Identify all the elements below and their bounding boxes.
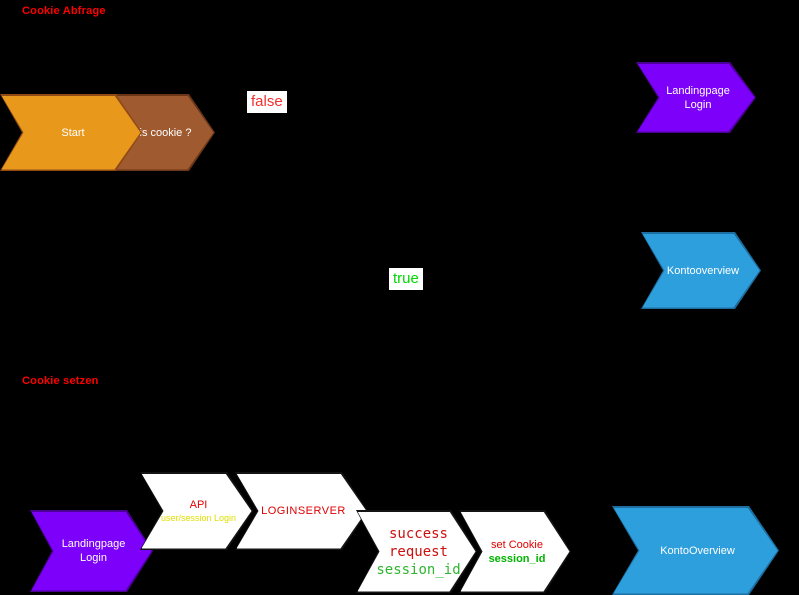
true-branch-label: true bbox=[389, 268, 423, 290]
kontooverview-bottom-label: KontoOverview bbox=[660, 544, 735, 557]
api-label: API bbox=[189, 499, 208, 511]
landingpage-login-bottom-label: Landingpage Login bbox=[61, 538, 126, 564]
success-request-node: success request session_id bbox=[356, 510, 477, 593]
start-label: Start bbox=[61, 126, 85, 139]
kontooverview-bottom-node: KontoOverview bbox=[612, 506, 779, 595]
success-request-body: success request session_id bbox=[358, 512, 476, 592]
section-title-cookie-setzen: Cookie setzen bbox=[22, 375, 99, 387]
api-node-body: API user/session Login bbox=[142, 474, 252, 549]
success-line: success bbox=[388, 525, 448, 542]
section-title-cookie-abfrage: Cookie Abfrage bbox=[22, 5, 106, 17]
kontooverview-node: Kontooverview bbox=[641, 232, 761, 309]
landingpage-login-top-body: Landingpage Login bbox=[638, 64, 755, 132]
session-id-line: session_id bbox=[376, 561, 461, 578]
kontooverview-label: Kontooverview bbox=[666, 264, 740, 277]
landingpage-login-top-label: Landingpage Login bbox=[666, 84, 730, 111]
is-cookie-label: is cookie ? bbox=[139, 126, 192, 139]
start-node: Start bbox=[0, 94, 142, 171]
landingpage-login-bottom-body: Landingpage Login bbox=[32, 512, 152, 591]
set-cookie-label: set Cookie bbox=[491, 538, 543, 551]
false-branch-label: false bbox=[247, 91, 287, 113]
landingpage-login-top-node: Landingpage Login bbox=[636, 62, 756, 133]
api-sub-label: user/session Login bbox=[160, 513, 237, 523]
loginserver-node: LOGINSERVER bbox=[235, 472, 368, 550]
request-line: request bbox=[388, 543, 448, 560]
loginserver-body: LOGINSERVER bbox=[237, 474, 367, 549]
api-node: API user/session Login bbox=[140, 472, 253, 550]
kontooverview-bottom-body: KontoOverview bbox=[614, 508, 778, 594]
landingpage-login-bottom-node: Landingpage Login bbox=[30, 510, 153, 592]
kontooverview-body: Kontooverview bbox=[643, 234, 760, 308]
cookie-session-id-label: session_id bbox=[488, 552, 546, 565]
loginserver-label: LOGINSERVER bbox=[261, 505, 346, 517]
start-node-body: Start bbox=[2, 96, 141, 170]
